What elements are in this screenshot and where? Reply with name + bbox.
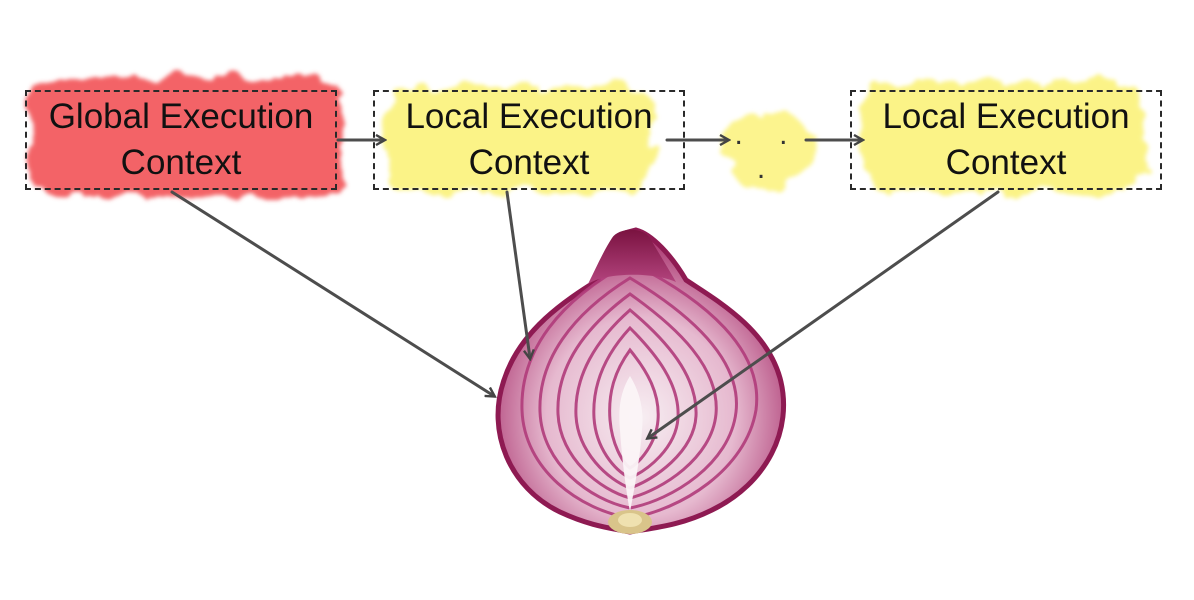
local-execution-context-box-last: Local Execution Context [850,90,1162,190]
global-execution-context-label: Global Execution Context [48,97,314,182]
arrow-global-to-onion [170,190,494,396]
local-highlight-wash [862,82,1144,194]
local-execution-context-box: Local Execution Context [373,90,685,190]
global-highlight-wash [30,78,342,196]
global-execution-context-box: Global Execution Context [25,90,337,190]
local-execution-context-label-last: Local Execution Context [882,97,1130,182]
local-execution-context-label: Local Execution Context [405,97,653,182]
arrow-local-to-onion [505,190,530,358]
ellipsis-text: . . . [734,118,802,185]
arrow-local-last-to-onion-core [648,190,1000,438]
ellipsis-highlight-wash [722,114,814,186]
onion-core [619,376,643,512]
local-highlight-wash [385,86,655,192]
onion-tip [588,229,676,284]
onion-root-center [618,513,642,527]
